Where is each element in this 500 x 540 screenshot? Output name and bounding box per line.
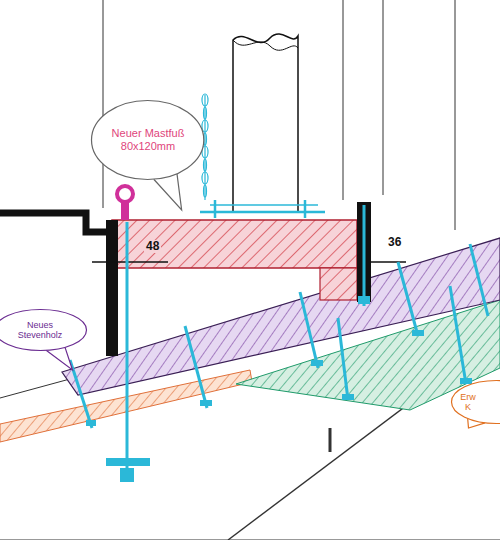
bolt-nut: [311, 360, 323, 366]
mast-tube: [233, 34, 298, 212]
mast-break: [233, 40, 298, 50]
grid-line: [103, 0, 104, 208]
callout-text: Erw K: [458, 392, 478, 413]
callout-bubble: Erw K: [450, 379, 500, 425]
callout-bubble: Neues Stevenholz: [0, 308, 88, 352]
chain-link: [204, 107, 207, 119]
stem-bolt: [398, 262, 418, 336]
bolt-plate: [106, 458, 150, 466]
chain-link: [202, 172, 208, 184]
through-bolt: [363, 205, 366, 306]
left-post: [106, 220, 118, 356]
bolt-nut: [412, 330, 424, 336]
callout-text: Neues Stevenholz: [10, 320, 70, 341]
bolt-nut: [342, 394, 354, 400]
mast-foot-block: [320, 268, 357, 300]
stem-bolt: [300, 292, 318, 368]
mast-base-plate: [200, 200, 325, 218]
through-bolt: [126, 222, 129, 478]
eyebolt: [117, 186, 133, 202]
dimension-label: 48: [144, 240, 161, 253]
bolt-nut: [120, 468, 134, 482]
grid-line: [455, 0, 456, 230]
chain-link: [204, 159, 207, 171]
nuts: [86, 296, 472, 482]
bubble-ellipse: [451, 381, 500, 424]
bubble-ellipse: [92, 101, 204, 180]
stem-bolt: [470, 244, 488, 316]
grid-line: [343, 0, 344, 200]
keel-bolt: [450, 286, 466, 384]
deck-beam: [0, 213, 108, 232]
bolt-nut: [86, 420, 96, 426]
callout-text: Neuer Mastfuß 80x120mm: [111, 127, 185, 152]
plate-bolt: [304, 200, 307, 218]
stem-bolt: [185, 326, 207, 408]
bolt-nut: [358, 296, 370, 304]
frame-mark: [329, 428, 332, 452]
dimension-label: 36: [386, 236, 403, 249]
stem-bolt: [70, 360, 92, 428]
grid-line: [383, 0, 384, 195]
chain-link: [204, 185, 207, 197]
bolt-nut: [460, 378, 472, 384]
plate-bolt: [214, 200, 217, 218]
bolt-nut: [200, 400, 212, 406]
keel-bolt: [338, 318, 348, 400]
dimension-line: [92, 261, 168, 262]
bubble-tail: [46, 347, 72, 370]
callout-bubble: Neuer Mastfuß 80x120mm: [90, 99, 205, 181]
dimension-line: [371, 261, 406, 262]
chain-link: [202, 94, 208, 106]
base-plate: [210, 204, 318, 206]
bubble-outline: [450, 379, 500, 425]
bolts: [70, 205, 488, 478]
mast-foot: [112, 220, 357, 268]
eyebolt-shank: [121, 202, 129, 220]
bubble-ellipse: [0, 310, 86, 351]
